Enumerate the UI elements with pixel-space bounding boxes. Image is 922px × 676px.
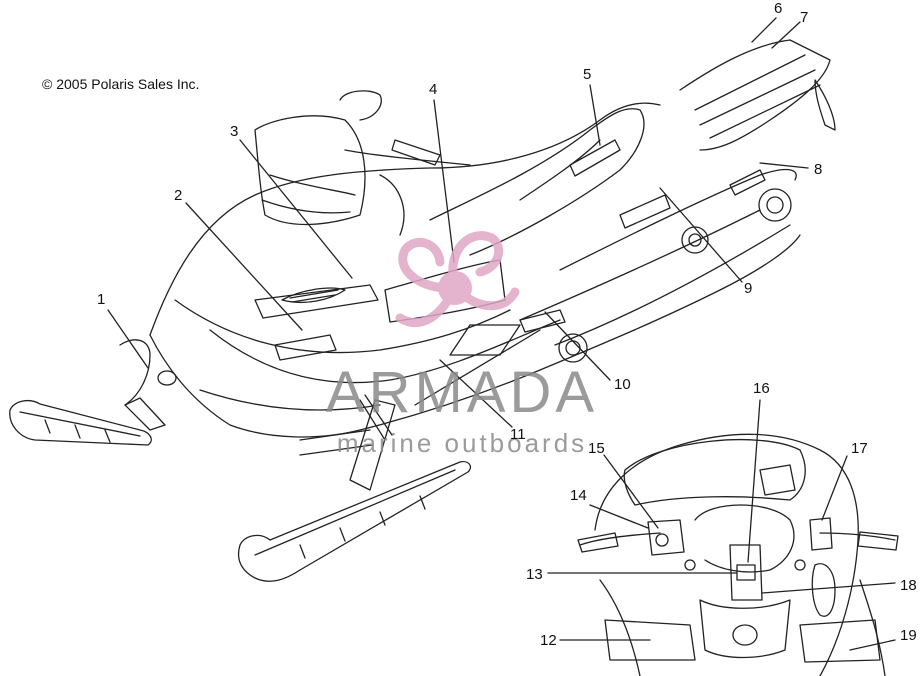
callout-13: 13: [526, 566, 543, 583]
seat-outline: [429, 108, 645, 256]
front-bumper: [119, 339, 151, 406]
headlight: [157, 370, 177, 386]
windshield: [254, 115, 366, 226]
cockpit-windshield: [623, 438, 806, 506]
cockpit-panel-left: [604, 619, 696, 661]
callout-7: 7: [800, 9, 808, 26]
handlebar-grip: [391, 139, 441, 166]
cockpit-grip-right: [857, 531, 899, 551]
handlebar: [344, 149, 471, 166]
callout-10: 10: [614, 376, 631, 393]
callout-15: 15: [588, 440, 605, 457]
cockpit-grip-left: [577, 532, 619, 553]
bogie-wheel-rear: [758, 188, 792, 222]
watermark-tagline: marine outboards: [337, 428, 587, 458]
decal-tunnel-rear: [729, 169, 766, 196]
watermark: ARMADA marine outboards: [326, 231, 598, 458]
callout-4: 4: [429, 81, 437, 98]
hood-crease: [174, 299, 511, 354]
cockpit-leg-left: [599, 579, 641, 676]
tunnel: [559, 168, 797, 271]
cockpit-steering: [694, 504, 795, 573]
callout-3: 3: [230, 123, 238, 140]
cockpit-column: [729, 544, 763, 601]
body-lower-outline: [149, 234, 801, 438]
rear-rack-rails: [694, 54, 821, 139]
hood-vent: [281, 287, 346, 303]
windshield-shading: [261, 199, 351, 214]
windshield-inner: [269, 174, 356, 196]
cockpit-gauge: [759, 464, 796, 496]
cockpit-control-left: [647, 519, 685, 556]
callout-8: 8: [814, 161, 822, 178]
copyright-notice: © 2005 Polaris Sales Inc.: [42, 76, 200, 92]
bogie-wheel-front: [558, 333, 588, 363]
tunnel-lower: [519, 209, 761, 321]
callout-14: 14: [570, 487, 587, 504]
callout-17: 17: [851, 440, 868, 457]
callout-2: 2: [174, 187, 182, 204]
seat-inner: [519, 139, 601, 201]
cockpit-key: [736, 564, 756, 581]
cockpit-knob-left: [684, 559, 696, 571]
decal-hood-center: [274, 334, 337, 361]
mirror: [339, 90, 382, 121]
cockpit-lever: [811, 563, 836, 617]
steering-post: [379, 174, 405, 236]
callout-19: 19: [900, 627, 917, 644]
tail-flap: [814, 79, 836, 131]
callout-6: 6: [774, 0, 782, 17]
shock-right: [359, 394, 393, 441]
cockpit-control-right: [809, 517, 833, 551]
cockpit-handlebar-left: [579, 532, 661, 546]
watermark-brand: ARMADA: [326, 360, 598, 425]
cockpit-handlebar-right: [819, 532, 896, 541]
spindle-left: [124, 397, 166, 431]
decal-hood-left: [254, 284, 379, 319]
callout-18: 18: [900, 577, 917, 594]
belly-line: [199, 389, 381, 411]
ski-left: [9, 399, 152, 446]
decal-tunnel: [619, 194, 671, 229]
hood-outline: [149, 102, 661, 336]
callout-1: 1: [97, 291, 105, 308]
callout-5: 5: [583, 66, 591, 83]
bogie-wheel-mid: [681, 226, 709, 254]
rail: [554, 224, 791, 346]
cockpit-leg-right: [859, 579, 886, 676]
cockpit-knob-right: [794, 559, 806, 571]
cockpit-outline: [594, 433, 859, 676]
callout-11: 11: [510, 426, 526, 443]
decal-seat: [569, 139, 621, 177]
callout-16: 16: [753, 380, 770, 397]
spindle-right: [349, 399, 396, 491]
cockpit-console: [699, 599, 791, 659]
cockpit-panel-right: [799, 619, 881, 663]
callout-9: 9: [744, 280, 752, 297]
callout-12: 12: [540, 632, 557, 649]
a-arm: [299, 429, 373, 456]
rear-rack: [679, 39, 831, 151]
ski-right: [237, 460, 472, 582]
decal-side-triangle: [449, 324, 521, 356]
callout-labels: 1 2 3 4 5 6 7 8 9 10 11 12 13 14 15 16 1…: [97, 0, 917, 649]
